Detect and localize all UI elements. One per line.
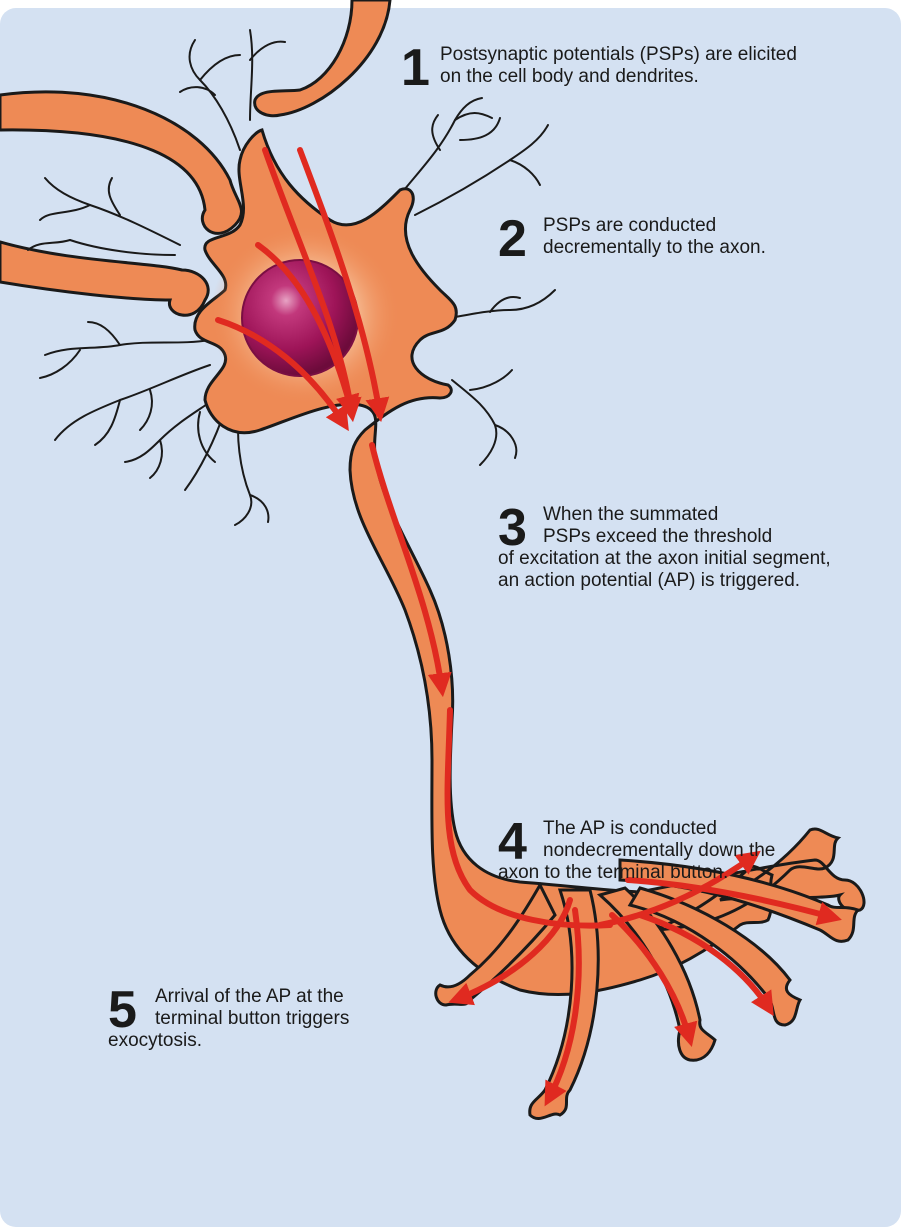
step-2-line-2: decrementally to the axon. bbox=[543, 237, 893, 259]
step-1-line-1: Postsynaptic potentials (PSPs) are elici… bbox=[440, 44, 901, 66]
step-4-line-2: nondecrementally down the bbox=[543, 840, 775, 862]
step-3-number: 3 bbox=[498, 506, 527, 550]
step-5-line-3: exocytosis. bbox=[108, 1030, 202, 1052]
step-4-line-1: The AP is conducted bbox=[543, 818, 717, 840]
step-3-line-2: PSPs exceed the threshold bbox=[543, 526, 772, 548]
step-5-line-2: terminal button triggers bbox=[155, 1008, 349, 1030]
step-4-number: 4 bbox=[498, 820, 527, 864]
step-2-line-1: PSPs are conducted bbox=[543, 215, 893, 237]
step-1-line-2: on the cell body and dendrites. bbox=[440, 66, 901, 88]
step-2-number: 2 bbox=[498, 217, 527, 261]
step-1-number: 1 bbox=[401, 46, 430, 90]
step-3-line-3: of excitation at the axon initial segmen… bbox=[498, 548, 831, 570]
step-3-line-1: When the summated bbox=[543, 504, 718, 526]
step-5-number: 5 bbox=[108, 988, 137, 1032]
step-3-line-4: an action potential (AP) is triggered. bbox=[498, 570, 831, 592]
step-4-line-3: axon to the terminal button. bbox=[498, 862, 728, 884]
step-5-line-1: Arrival of the AP at the bbox=[155, 986, 344, 1008]
